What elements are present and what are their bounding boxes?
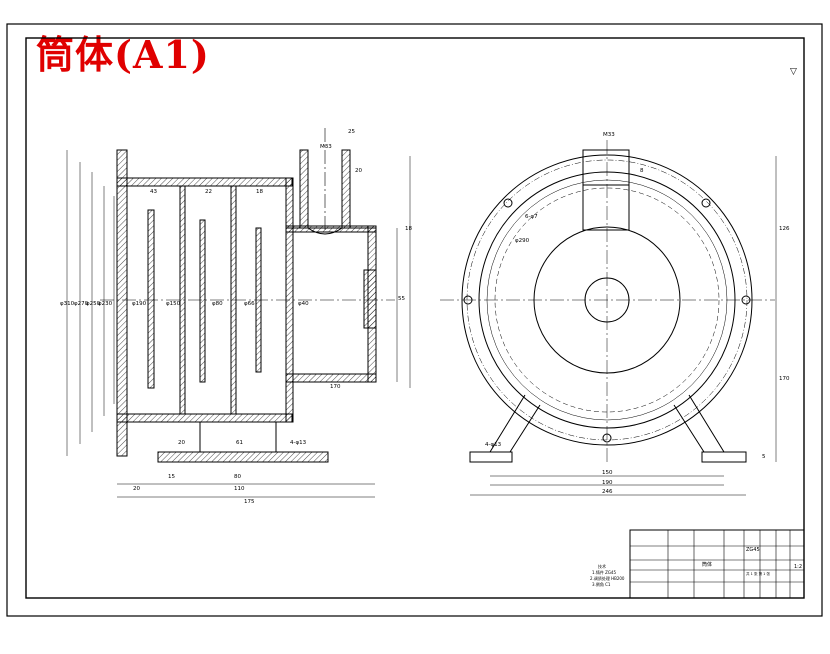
svg-text:170: 170 — [330, 384, 341, 390]
svg-text:246: 246 — [602, 489, 613, 495]
front-section-view — [100, 128, 395, 463]
svg-text:φ230: φ230 — [98, 301, 113, 307]
svg-text:φ290: φ290 — [515, 238, 530, 244]
svg-text:M33: M33 — [603, 132, 615, 138]
svg-text:22: 22 — [205, 189, 212, 195]
svg-text:25: 25 — [348, 129, 355, 135]
scale: 1:2 — [794, 564, 802, 570]
svg-text:190: 190 — [602, 480, 613, 486]
svg-text:175: 175 — [244, 499, 255, 505]
svg-text:M33: M33 — [320, 144, 332, 150]
svg-text:φ270: φ270 — [74, 301, 89, 307]
svg-text:4-φ13: 4-φ13 — [290, 440, 307, 446]
svg-text:15: 15 — [168, 474, 175, 480]
title-block-text: 筒体 ZG45 1:2 共 1 张 第 1 张 — [702, 547, 802, 576]
part-material: ZG45 — [746, 547, 760, 553]
svg-text:φ40: φ40 — [298, 301, 309, 307]
svg-text:技术: 技术 — [598, 563, 606, 569]
svg-text:2.调质处理 HB200: 2.调质处理 HB200 — [590, 575, 625, 581]
svg-text:110: 110 — [234, 486, 245, 492]
svg-text:φ66: φ66 — [244, 301, 255, 307]
front-view-dimensions — [66, 150, 411, 498]
svg-text:18: 18 — [256, 189, 263, 195]
svg-text:43: 43 — [150, 189, 157, 195]
svg-text:φ80: φ80 — [212, 301, 223, 307]
svg-text:3.倒角 C1: 3.倒角 C1 — [592, 581, 611, 587]
svg-text:126: 126 — [779, 226, 790, 232]
svg-text:1.铸件 ZG45: 1.铸件 ZG45 — [592, 569, 616, 575]
svg-text:8: 8 — [640, 168, 644, 174]
technical-notes: 技术 1.铸件 ZG45 2.调质处理 HB200 3.倒角 C1 — [590, 563, 625, 587]
svg-text:150: 150 — [602, 470, 613, 476]
svg-text:6-φ7: 6-φ7 — [525, 214, 538, 220]
title-block — [629, 529, 805, 599]
svg-text:20: 20 — [178, 440, 185, 446]
svg-text:20: 20 — [355, 168, 362, 174]
svg-text:5: 5 — [762, 454, 766, 460]
side-dim-labels: M33 6-φ7 φ290 8 126 170 4-φ13 150 190 24… — [485, 132, 790, 495]
part-name: 筒体 — [702, 561, 712, 568]
svg-text:170: 170 — [779, 376, 790, 382]
svg-text:φ250: φ250 — [86, 301, 101, 307]
svg-text:18: 18 — [405, 226, 412, 232]
side-view — [440, 140, 775, 463]
sheet-border — [6, 23, 823, 617]
svg-text:80: 80 — [234, 474, 241, 480]
sheet-count: 共 1 张 第 1 张 — [746, 571, 771, 576]
drawing-title: 筒体(A1) — [36, 32, 210, 77]
svg-text:φ190: φ190 — [132, 301, 147, 307]
svg-text:4-φ13: 4-φ13 — [485, 442, 502, 448]
front-dim-labels: 43 22 18 25 M33 20 18 55 170 φ310 φ270 φ… — [60, 129, 412, 505]
svg-text:61: 61 — [236, 440, 243, 446]
side-view-dimensions — [470, 156, 777, 496]
svg-text:20: 20 — [133, 486, 140, 492]
roughness-mark: ▽ — [790, 67, 797, 77]
svg-text:55: 55 — [398, 296, 405, 302]
svg-text:φ150: φ150 — [166, 301, 181, 307]
svg-text:φ310: φ310 — [60, 301, 75, 307]
